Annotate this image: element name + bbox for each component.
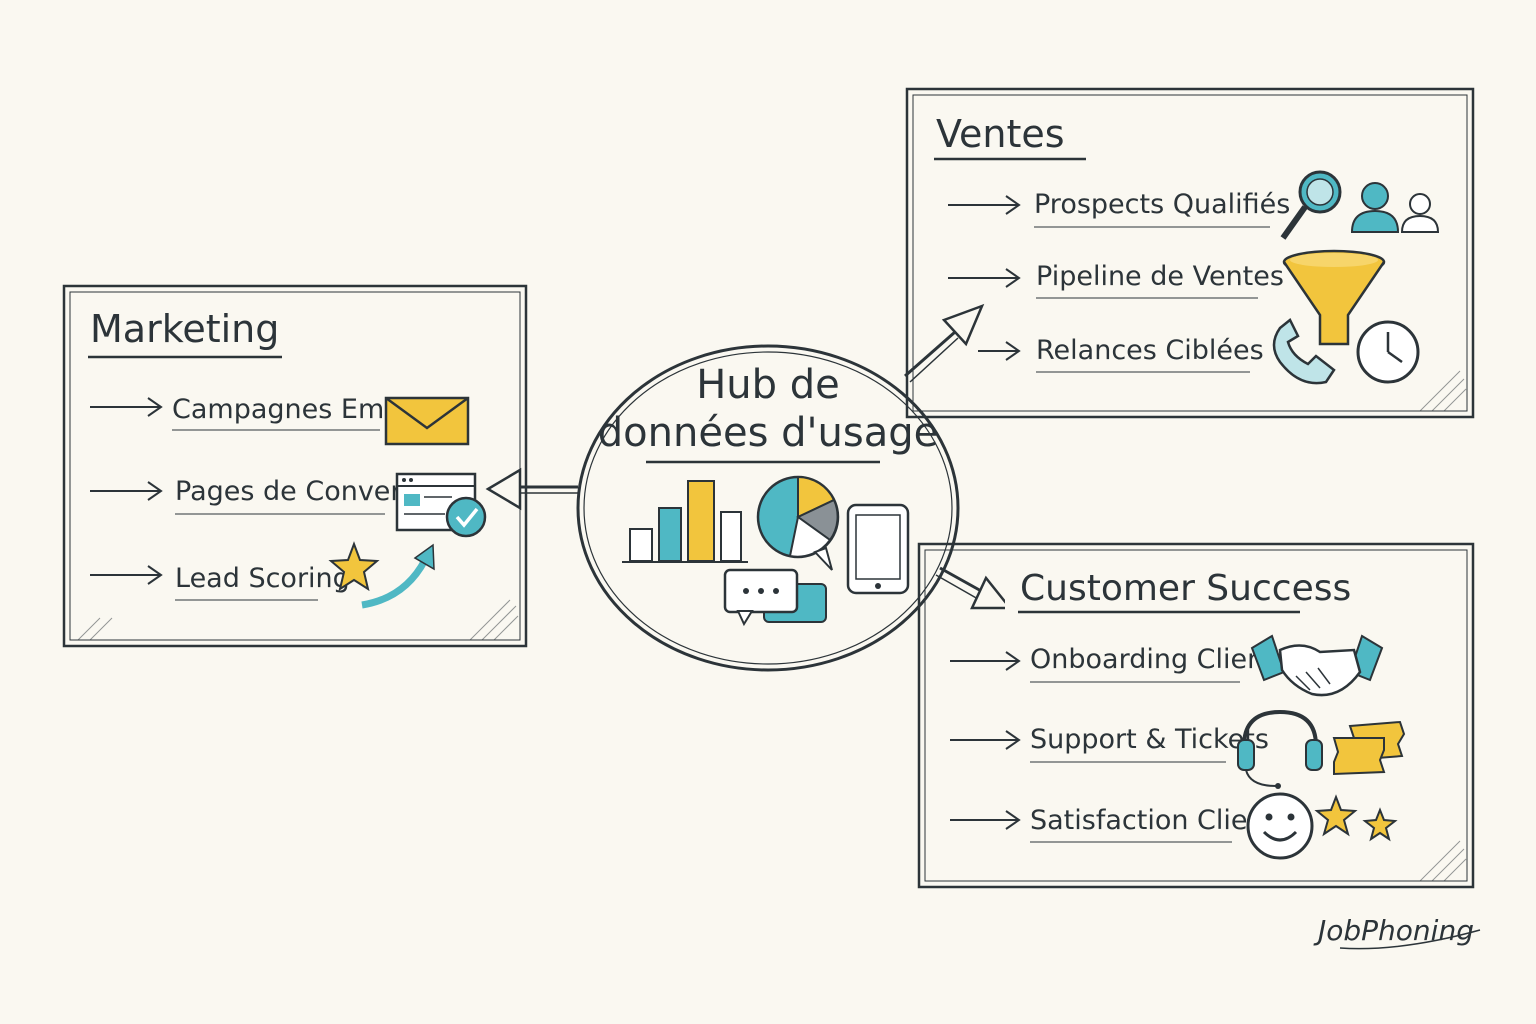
marketing-title: Marketing bbox=[90, 307, 279, 351]
hub-title-line1: Hub de bbox=[696, 362, 840, 408]
ventes-box: Ventes Prospects Qualifiés Pipeline de V… bbox=[905, 87, 1475, 419]
tablet-icon bbox=[846, 503, 910, 595]
chat-bubbles-icon bbox=[723, 568, 827, 627]
phone-clock-icon bbox=[1272, 318, 1420, 385]
handshake-icon bbox=[1250, 634, 1384, 697]
ventes-title: Ventes bbox=[936, 112, 1065, 156]
ventes-item-label: Pipeline de Ventes bbox=[1036, 261, 1284, 292]
ventes-item-label: Prospects Qualifiés bbox=[1034, 189, 1290, 220]
brand-signature: JobPhoning bbox=[1313, 914, 1481, 950]
customer-success-title: Customer Success bbox=[1020, 568, 1351, 609]
funnel-icon bbox=[1282, 249, 1386, 346]
cs-item-label: Satisfaction Clients bbox=[1030, 805, 1289, 836]
corner-hatching bbox=[1419, 370, 1467, 412]
ventes-item-pipeline-de-ventes: Pipeline de Ventes bbox=[948, 249, 1386, 346]
browser-check-icon bbox=[395, 472, 487, 538]
ventes-item-label: Relances Ciblées bbox=[1036, 335, 1264, 366]
customer-success-box: Customer Success Onboarding Clients Supp… bbox=[917, 542, 1475, 889]
ventes-item-relances-ciblees: Relances Ciblées bbox=[978, 318, 1420, 385]
cs-item-label: Onboarding Clients bbox=[1030, 644, 1289, 675]
cs-item-support-tickets: Support & Tickets bbox=[950, 709, 1406, 789]
magnifier-users-icon bbox=[1280, 170, 1440, 240]
corner-hatching bbox=[1419, 840, 1467, 882]
corner-hatching bbox=[77, 599, 519, 641]
hub-title-line2: données d'usage bbox=[598, 410, 938, 456]
marketing-item-lead-scoring: Lead Scoring bbox=[90, 541, 435, 609]
brand-logo: JobPhoning bbox=[1313, 914, 1474, 947]
hub-circle: Hub de données d'usage bbox=[576, 344, 960, 672]
smiley-stars-icon bbox=[1246, 792, 1398, 860]
headset-tickets-icon bbox=[1237, 709, 1406, 789]
marketing-box: Marketing Campagnes Email Pages de Conve… bbox=[62, 284, 528, 648]
star-arrow-icon bbox=[328, 541, 435, 609]
marketing-item-campagnes-email: Campagnes Email bbox=[90, 394, 470, 446]
envelope-icon bbox=[384, 396, 470, 446]
arrow-to-ventes bbox=[904, 303, 985, 383]
ventes-item-prospects-qualifies: Prospects Qualifiés bbox=[948, 170, 1440, 240]
marketing-item-pages-de-conversion: Pages de Conversion bbox=[90, 472, 487, 538]
marketing-item-label: Lead Scoring bbox=[175, 563, 350, 594]
cs-item-satisfaction-clients: Satisfaction Clients bbox=[950, 792, 1398, 860]
arrow-to-customer-success bbox=[935, 566, 1013, 610]
bar-chart-icon bbox=[622, 480, 748, 563]
marketing-item-label: Campagnes Email bbox=[172, 394, 416, 425]
arrow-to-marketing bbox=[485, 467, 578, 511]
cs-item-label: Support & Tickets bbox=[1030, 724, 1269, 755]
cs-item-onboarding-clients: Onboarding Clients bbox=[950, 634, 1384, 697]
pie-chart-icon bbox=[756, 475, 840, 571]
